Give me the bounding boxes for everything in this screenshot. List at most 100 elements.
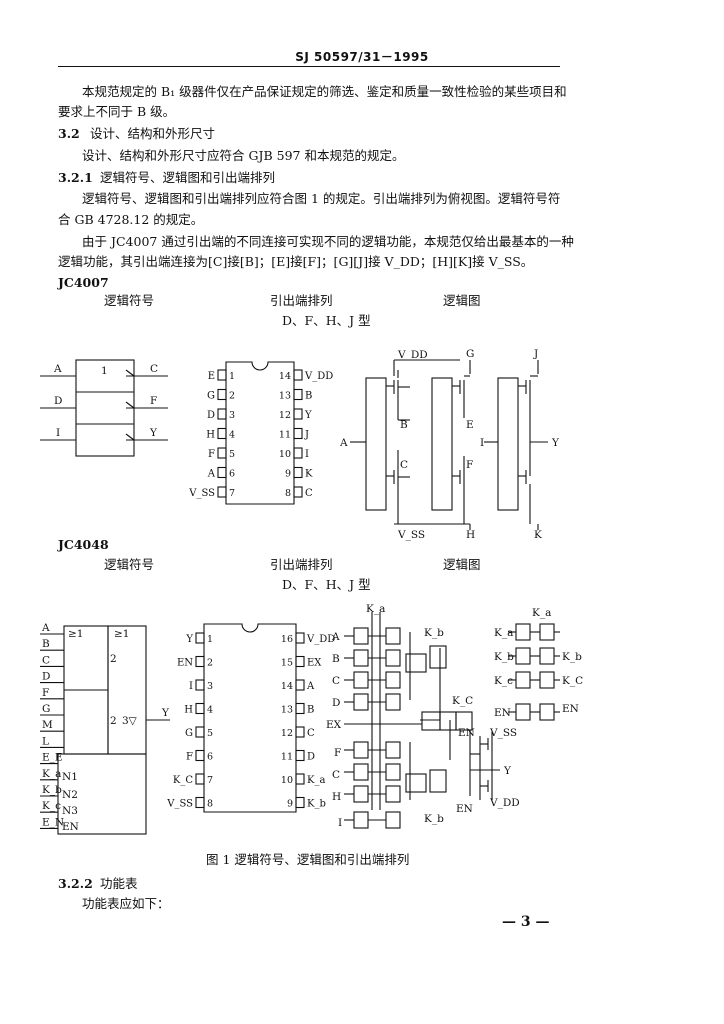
jc4048-symbol-input-label: B bbox=[42, 638, 50, 650]
jc4048-sym-mark-2a: 2 bbox=[110, 653, 117, 665]
jc4007-right-pin-stub bbox=[293, 369, 303, 381]
jc4048-inverter-gate bbox=[353, 693, 369, 711]
jc4007-diag-b: B bbox=[400, 419, 408, 431]
jc4048-diag-ka-top: K_a bbox=[366, 603, 385, 615]
jc4048-aux-gate bbox=[515, 703, 531, 721]
device-label-jc4048: JC4048 bbox=[58, 537, 109, 552]
jc4048-left-pin-name: H bbox=[184, 705, 193, 716]
jc4048-symbol-input-label: G bbox=[42, 703, 50, 715]
section-3-2-number: 3.2 bbox=[58, 126, 80, 141]
jc4048-aux-gate bbox=[539, 703, 555, 721]
jc4007-right-pin-stub bbox=[293, 388, 303, 401]
jc4007-left-pin-name: A bbox=[207, 469, 216, 480]
jc4007-left-pin-stub bbox=[217, 388, 227, 401]
jc4048-aux-gate bbox=[539, 671, 555, 689]
jc4048-symbol-control-block bbox=[57, 753, 147, 835]
jc4048-left-pin-number: 6 bbox=[207, 752, 213, 763]
jc4007-right-pin-number: 13 bbox=[279, 391, 291, 402]
jc4007-right-pin-stub bbox=[293, 408, 303, 420]
jc4048-diag-en-mid: EN bbox=[458, 727, 475, 739]
jc4048-diag-f: F bbox=[334, 747, 341, 759]
paragraph-3-line-1: 由于 JC4007 通过引出端的不同连接可实现不同的逻辑功能，本规范仅给出最基本… bbox=[82, 234, 574, 249]
jc4048-right-pin-stub bbox=[295, 702, 305, 715]
jc4007-left-pin-number: 7 bbox=[229, 488, 235, 499]
jc4048-right-pin-number: 9 bbox=[287, 799, 293, 810]
jc4048-right-pin-name: D bbox=[307, 752, 315, 763]
jc4007-right-pin-number: 8 bbox=[285, 488, 291, 499]
jc4048-diag-c1: C bbox=[332, 675, 340, 687]
section-3-2-title: 设计、结构和外形尺寸 bbox=[90, 126, 216, 141]
jc4048-col-diagram: 逻辑图 bbox=[443, 557, 481, 572]
jc4048-left-pin-stub bbox=[195, 726, 205, 738]
jc4048-aux-gate bbox=[539, 647, 555, 665]
running-header: SJ 50597/31－1995 bbox=[295, 50, 429, 64]
jc4048-left-pin-name: V_SS bbox=[166, 799, 193, 810]
jc4048-diag-vdd: V_DD bbox=[489, 797, 520, 809]
jc4048-left-pin-number: 7 bbox=[207, 775, 213, 786]
section-3-2-1-title: 逻辑符号、逻辑图和引出端排列 bbox=[100, 170, 276, 185]
jc4048-inverter-gate bbox=[353, 741, 369, 759]
jc4048-buffer-gate bbox=[385, 763, 401, 781]
jc4048-logic-symbol: ≥1 ≥1 2 2 3▽ N1 N2 N3 EN Y ABCDFGMLE_EK_… bbox=[40, 622, 170, 835]
jc4007-package-body bbox=[225, 361, 295, 505]
section-3-2-1-number: 3.2.1 bbox=[58, 170, 93, 185]
jc4007-diag-e: E bbox=[466, 419, 474, 431]
jc4048-right-pin-stub bbox=[295, 773, 305, 785]
jc4048-diag-kc: K_C bbox=[452, 695, 473, 707]
jc4048-diagram-gates bbox=[344, 627, 422, 829]
jc4048-left-pin-name: EN bbox=[177, 658, 193, 669]
jc4048-diag-y: Y bbox=[503, 765, 512, 777]
jc4007-left-pin-stub bbox=[217, 427, 227, 440]
jc4048-diag-ex: EX bbox=[326, 719, 342, 731]
jc4048-symbol-input-label: C bbox=[42, 654, 50, 666]
jc4048-left-pin-stub bbox=[195, 796, 205, 809]
jc4048-diag-c2: C bbox=[332, 769, 340, 781]
jc4048-aux-gates bbox=[508, 623, 560, 721]
jc4007-diag-vss: V_SS bbox=[397, 529, 425, 541]
jc4048-left-pin-stub bbox=[195, 632, 205, 644]
jc4007-right-pin-stub bbox=[293, 486, 303, 498]
jc4048-buffer-gate bbox=[385, 671, 401, 689]
jc4048-aux-kb-in: K_b bbox=[494, 651, 514, 663]
jc4007-right-pin-number: 12 bbox=[279, 410, 291, 421]
section-3-2-2-title: 功能表 bbox=[100, 876, 138, 891]
jc4048-left-pin-name: K_C bbox=[173, 775, 193, 786]
jc4048-diag-kb-bottom: K_b bbox=[424, 813, 444, 825]
jc4007-logic-diagram: V_DD G J B E A I Y C F V_SS H K bbox=[339, 348, 560, 541]
jc4048-inverter-gate bbox=[353, 763, 369, 781]
jc4048-symbol-input-lines bbox=[40, 633, 64, 829]
jc4007-col-symbol: 逻辑符号 bbox=[104, 293, 155, 308]
jc4048-inverter-gate bbox=[353, 785, 369, 803]
jc4048-left-pin-name: F bbox=[186, 752, 193, 763]
jc4048-aux-kc-in: K_c bbox=[494, 675, 513, 687]
jc4048-right-pin-stub bbox=[295, 726, 305, 738]
jc4007-right-pin-number: 11 bbox=[279, 430, 291, 441]
jc4048-sym-mark-or2: ≥1 bbox=[114, 628, 129, 640]
jc4007-right-pin-name: J bbox=[304, 430, 309, 441]
jc4048-left-pin-number: 1 bbox=[207, 634, 213, 645]
jc4048-package-body bbox=[203, 623, 297, 813]
paragraph-3-line-2: 逻辑功能，其引出端连接为[C]接[B]；[E]接[F]；[G][J]接 V_DD… bbox=[58, 254, 534, 269]
jc4048-left-pin-number: 2 bbox=[207, 658, 213, 669]
jc4007-diag-k: K bbox=[534, 529, 542, 541]
jc4048-aux-en-in: EN bbox=[494, 707, 511, 719]
jc4007-right-pin-name: B bbox=[305, 391, 312, 402]
jc4048-left-pin-number: 5 bbox=[207, 728, 213, 739]
section-3-2-2-text: 功能表应如下： bbox=[82, 896, 170, 911]
jc4007-left-pin-name: H bbox=[206, 430, 215, 441]
jc4007-left-pin-stub bbox=[217, 369, 227, 381]
jc4048-right-pin-number: 16 bbox=[281, 634, 293, 645]
jc4048-left-pin-stub bbox=[195, 679, 205, 691]
jc4048-diag-b: B bbox=[332, 653, 340, 665]
jc4048-sym-mark-en: EN bbox=[62, 821, 79, 833]
jc4048-inverter-gate bbox=[353, 649, 369, 667]
header-rule bbox=[58, 66, 560, 67]
jc4048-right-pin-number: 14 bbox=[281, 681, 293, 692]
jc4048-diag-i: I bbox=[338, 817, 342, 829]
jc4007-diag-a: A bbox=[339, 437, 348, 449]
jc4048-buffer-gate bbox=[385, 741, 401, 759]
